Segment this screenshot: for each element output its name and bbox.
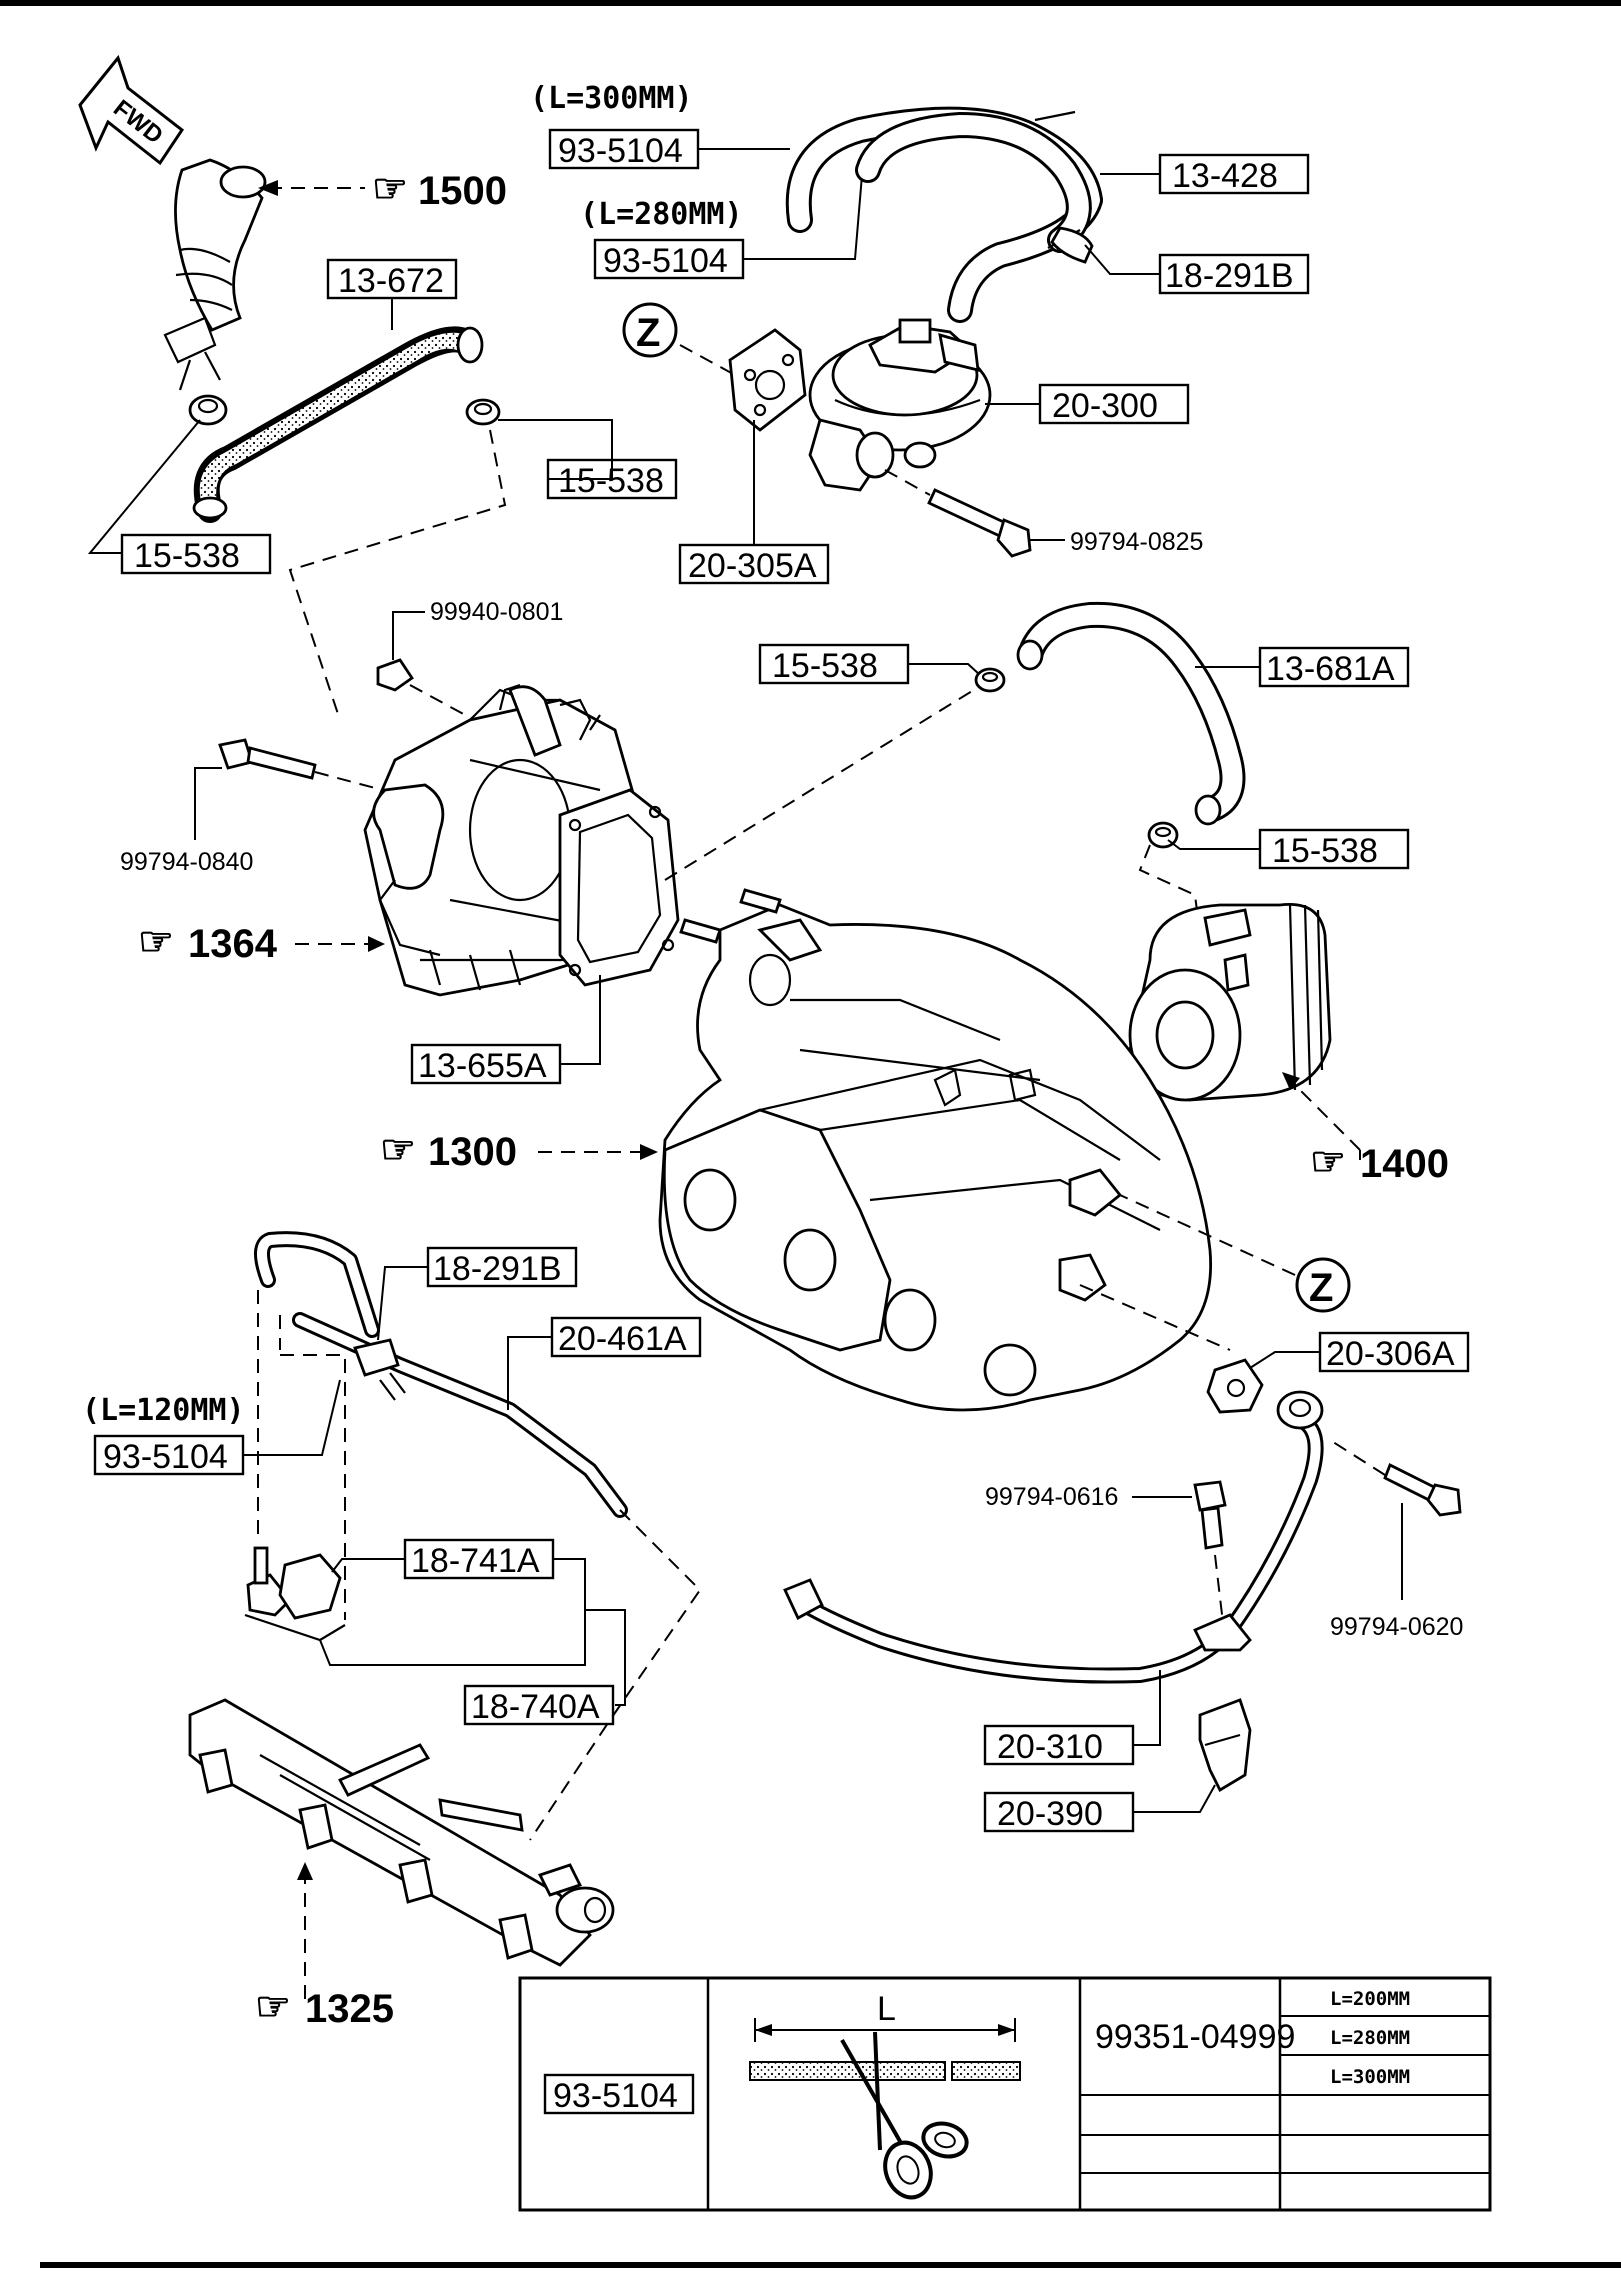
label-93-5104-top: 93-5104 (558, 132, 683, 170)
label-99794-0616: 99794-0616 (985, 1483, 1118, 1511)
dash-hose-to-throttle (288, 429, 507, 721)
label-20-305a: 20-305A (688, 547, 817, 585)
clamp-15-538-right (465, 398, 501, 426)
ref-icon-1325: ☞ (255, 1985, 291, 2029)
bolt-99794-0616 (1193, 1480, 1227, 1550)
z-mark-top: Z (622, 302, 678, 358)
hose-13-681a (1016, 601, 1246, 826)
label-18-291b-low: 18-291B (433, 1250, 562, 1288)
scissors-icon (840, 2031, 969, 2200)
vacuum-line-93-5104-low (254, 1231, 380, 1338)
legend-length-2: L=300MM (1330, 2066, 1410, 2088)
legend-length-1: L=280MM (1330, 2027, 1410, 2049)
label-20-390: 20-390 (997, 1795, 1103, 1833)
label-box-20-305a (678, 543, 830, 585)
clamp-15-538-middle (974, 667, 1006, 693)
ref-icon-1300: ☞ (380, 1128, 416, 1172)
gasket-20-306a (1206, 1358, 1264, 1414)
egr-pipe-20-310 (783, 1390, 1324, 1684)
length-300: (L=300MM) (530, 81, 693, 116)
label-13-428: 13-428 (1172, 157, 1278, 195)
label-93-5104-low: 93-5104 (103, 1438, 228, 1476)
legend-length-0: L=200MM (1330, 1988, 1410, 2010)
length-120: (L=120MM) (82, 1393, 245, 1428)
label-18-741a: 18-741A (411, 1542, 540, 1580)
oil-filter (1128, 902, 1332, 1102)
bolt-99794-0620 (1383, 1463, 1462, 1517)
legend-cut-length-label: L (877, 1990, 896, 2028)
fuel-rail (188, 1698, 615, 1967)
label-box-13-681a (1258, 646, 1410, 688)
label-box-15-538-d (1258, 828, 1410, 870)
label-box-18-741a (403, 1538, 555, 1580)
arrowhead-1500 (258, 180, 278, 196)
label-15-538-a: 15-538 (558, 462, 664, 500)
label-13-681a: 13-681A (1266, 650, 1395, 688)
solenoid-valve (244, 1546, 346, 1642)
dash-throttle-to-hose (664, 679, 991, 881)
egr-gasket-20-305a (728, 328, 807, 432)
label-box-20-310 (983, 1724, 1135, 1766)
z-mark-bottom: Z (1295, 1257, 1351, 1313)
legend-part-label: 93-5104 (553, 2077, 678, 2115)
label-18-740a: 18-740A (471, 1688, 600, 1726)
legend-hose-long (749, 2061, 946, 2081)
label-20-310: 20-310 (997, 1728, 1103, 1766)
length-280: (L=280MM) (580, 197, 743, 232)
label-20-300: 20-300 (1052, 387, 1158, 425)
label-13-672: 13-672 (338, 262, 444, 300)
bolt-99794-0840 (218, 738, 317, 780)
ref-icon-1400: ☞ (1310, 1140, 1346, 1184)
label-15-538-d: 15-538 (1272, 832, 1378, 870)
manifold-studs (679, 888, 782, 944)
z-label-bottom: Z (1309, 1266, 1333, 1310)
legend-table: 93-5104 L 99351-04999 L=200MM L=280MM L=… (518, 1976, 1492, 2212)
ref-icon-1364: ☞ (138, 920, 174, 964)
label-box-18-291b-low (426, 1246, 578, 1288)
bracket-20-390 (1198, 1698, 1252, 1792)
label-99794-0825: 99794-0825 (1070, 528, 1203, 556)
label-13-655a: 13-655A (418, 1047, 547, 1085)
legend-bulk-part: 99351-04999 (1095, 2018, 1295, 2056)
clamp-15-538-left (188, 394, 228, 426)
label-99940-0801: 99940-0801 (430, 598, 563, 626)
ref-1300: 1300 (428, 1130, 517, 1174)
label-20-461a: 20-461A (558, 1320, 687, 1358)
ref-1500: 1500 (418, 169, 507, 213)
ref-icon-1500: ☞ (372, 167, 408, 211)
label-box-18-291b-top (1158, 253, 1310, 295)
label-93-5104-mid: 93-5104 (603, 242, 728, 280)
vacuum-pipe-20-461a (292, 1312, 628, 1518)
ref-1325: 1325 (305, 1987, 394, 2031)
throttle-gasket-13-655a (558, 788, 680, 987)
z-label-top: Z (636, 311, 660, 355)
label-18-291b-top: 18-291B (1165, 257, 1294, 295)
intake-hose-1500 (163, 158, 267, 391)
vacuum-hoses (785, 106, 1103, 323)
ref-1364: 1364 (188, 922, 278, 966)
egr-valve-20-300 (808, 318, 992, 492)
label-box-15-538-b (120, 533, 272, 575)
bolt-99794-0825 (927, 488, 1032, 558)
label-box-93-5104-top (548, 128, 700, 170)
label-box-15-538-c (758, 643, 910, 685)
label-box-20-390 (983, 1791, 1135, 1833)
label-99794-0620: 99794-0620 (1330, 1613, 1463, 1641)
pipe-13-672 (192, 326, 484, 523)
legend-hose-short (951, 2061, 1021, 2081)
label-15-538-b: 15-538 (134, 537, 240, 575)
label-box-18-740a (463, 1684, 615, 1726)
intake-manifold (658, 903, 1212, 1412)
label-15-538-c: 15-538 (772, 647, 878, 685)
ref-1400: 1400 (1360, 1142, 1449, 1186)
nut-99940-0801 (376, 658, 414, 692)
label-99794-0840: 99794-0840 (120, 848, 253, 876)
label-20-306a: 20-306A (1326, 1335, 1455, 1373)
fwd-arrow-icon: FWD (78, 54, 185, 166)
